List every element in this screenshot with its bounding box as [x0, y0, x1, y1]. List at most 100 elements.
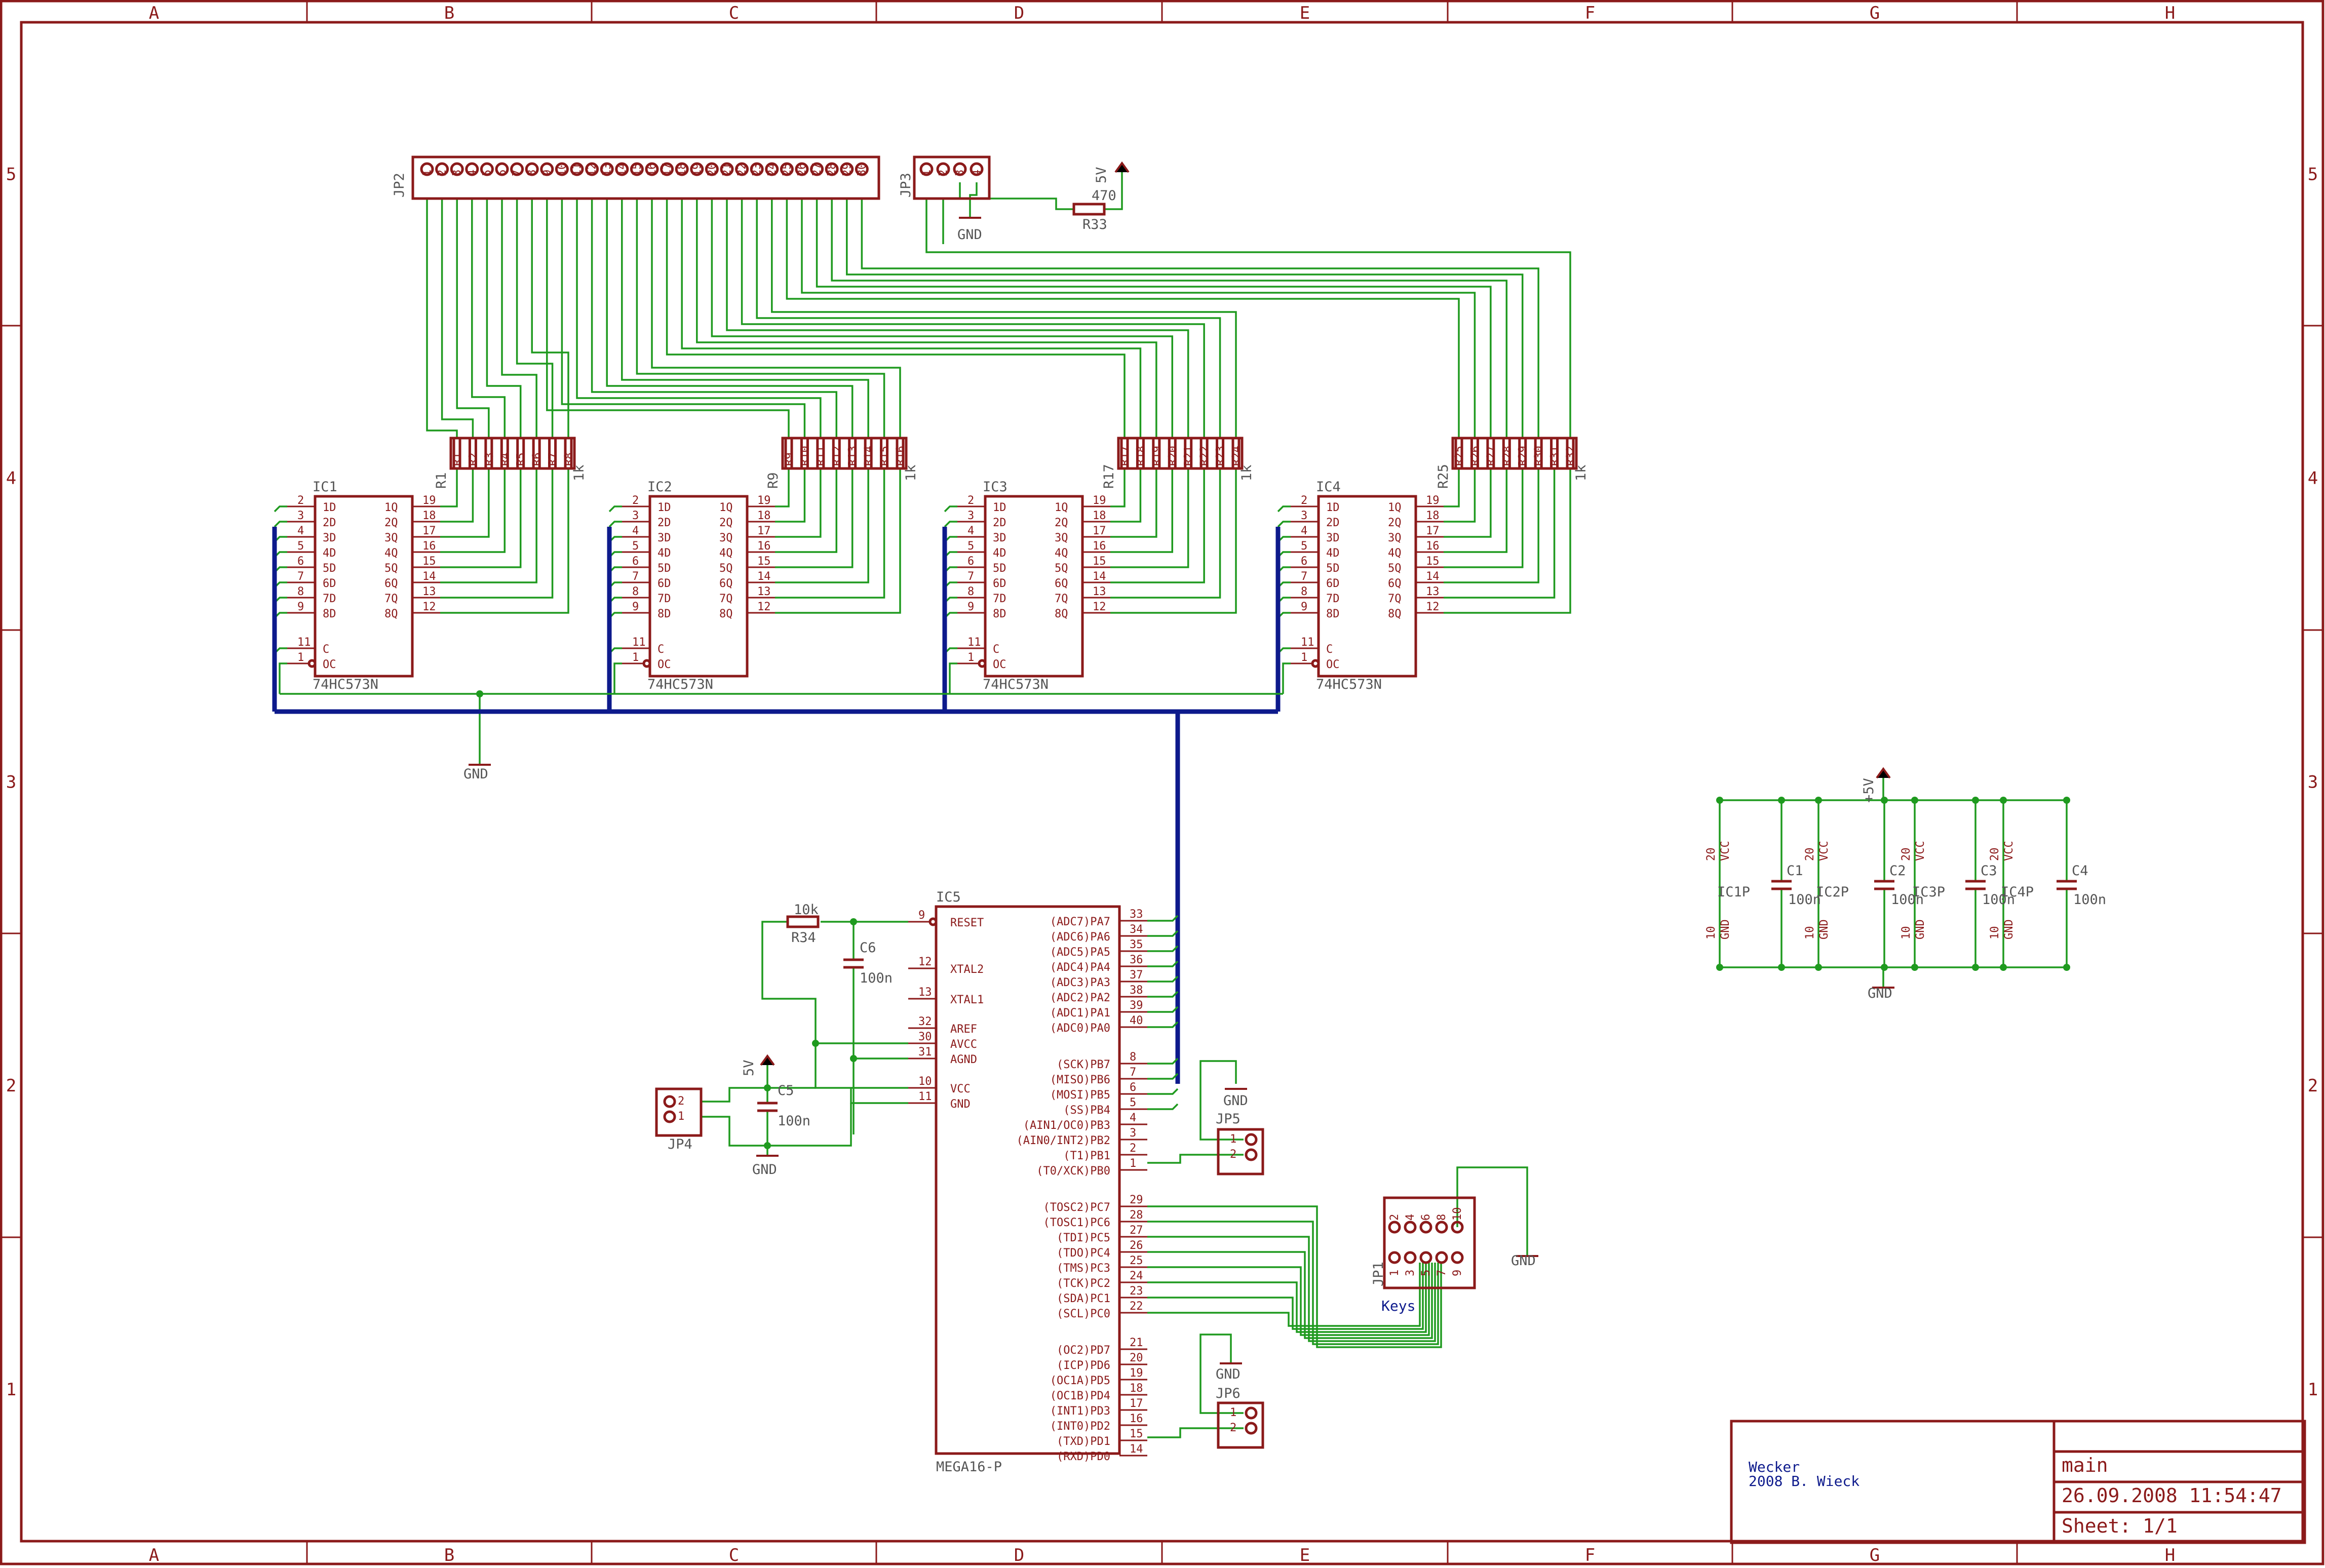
latch-pin-name: 7D — [993, 593, 1006, 605]
jp2-name: JP2 — [392, 173, 407, 198]
ic5-pin-name: (SDA)PC1 — [1057, 1292, 1110, 1305]
latch-q-rnet-wire — [1110, 486, 1157, 538]
rnet-label: R30 — [1533, 446, 1545, 466]
latch-q-rnet-wire — [775, 486, 885, 599]
latch-pin-name: 6Q — [384, 577, 398, 590]
rnet-resistor — [1566, 437, 1575, 470]
jp1-pc-wire — [1147, 1251, 1433, 1339]
jp5-body — [1217, 1128, 1264, 1175]
latch-pin-name: OC — [657, 658, 671, 671]
latch-pin-number: 3 — [297, 509, 304, 522]
rnet-label: R22 — [1198, 446, 1211, 466]
latch-pin-number: 19 — [422, 494, 436, 507]
ic5-pin-number: 5 — [1130, 1096, 1136, 1109]
ic5-pin-number: 28 — [1130, 1209, 1143, 1222]
latch-pin-number: 5 — [632, 540, 639, 553]
zone-col-top: H — [2165, 3, 2175, 23]
jp6-name: JP6 — [1216, 1386, 1241, 1401]
latch-q-rnet-wire — [1110, 486, 1205, 583]
jp4-pin-number: 2 — [678, 1095, 684, 1108]
jp6-gnd-wire — [1199, 1334, 1244, 1414]
latch-pin-name: 6Q — [1055, 577, 1068, 590]
latch-oc-bubble — [642, 659, 651, 668]
jp2-pin — [780, 162, 794, 176]
jp2-rnet-wire — [576, 199, 822, 438]
decoupling-junction — [1972, 797, 1979, 804]
zone-col-bottom: A — [149, 1545, 159, 1565]
c5-gnd-label: GND — [752, 1162, 777, 1178]
ic5-pin-number: 33 — [1130, 908, 1143, 921]
jp2-rnet-wire — [741, 199, 1205, 438]
latch-q-rnet-wire — [440, 486, 458, 507]
jp2-pin-number: 15 — [631, 163, 643, 177]
jp4-pin-number: 1 — [678, 1110, 684, 1123]
ic5-pin-number: 4 — [1130, 1112, 1136, 1124]
jp3-body — [913, 155, 991, 200]
jp2-pin — [600, 162, 614, 176]
ic5-pin-number: 13 — [918, 986, 932, 999]
decoupling-vcc-pin: 20 — [1804, 848, 1816, 861]
decoupling-junction — [1911, 797, 1918, 804]
rnet-label: R32 — [1565, 446, 1577, 466]
latch-q-rnet-wire — [440, 486, 490, 538]
latch-q-rnet-wire — [1110, 486, 1237, 614]
jp2-rnet-wire — [636, 199, 885, 438]
jp2-rnet-wire — [681, 199, 1142, 438]
rnet-resistor — [1231, 437, 1241, 470]
zone-col-bottom: C — [729, 1545, 739, 1565]
rnet-resistor — [800, 437, 809, 470]
rnet-resistor — [784, 437, 793, 470]
latch-name: IC4 — [1316, 479, 1341, 495]
rnet-resistor — [1518, 437, 1527, 470]
latch-pin-number: 17 — [1426, 525, 1440, 537]
ic5-body — [935, 905, 1121, 1455]
ic5-pin-number: 18 — [1130, 1382, 1143, 1395]
latch-pin-number: 15 — [1093, 555, 1106, 568]
decoupling-gnd-name: GND — [1914, 919, 1927, 939]
latch-pin-number: 18 — [1426, 509, 1440, 522]
latch-pin-name: 4Q — [719, 547, 733, 560]
rnet-resistor — [1486, 437, 1495, 470]
latch-d-bus-entry — [1277, 521, 1291, 528]
latch-q-rnet-wire — [440, 486, 474, 523]
latch-pin-number: 7 — [967, 570, 974, 583]
rnet-resistor — [864, 437, 873, 470]
jp5-pin-number: 2 — [1230, 1148, 1236, 1161]
latch-q-rnet-wire — [1444, 486, 1524, 568]
jp2-pin — [720, 162, 734, 176]
jp2-pin — [840, 162, 854, 176]
latch-q-rnet-wire — [1444, 486, 1556, 599]
jp2-pin-number: 22 — [736, 163, 749, 177]
jp5-gnd-wire — [1199, 1060, 1244, 1141]
project-author: 2008 B. Wieck — [1749, 1473, 1859, 1489]
jp2-pin-number: 8 — [526, 170, 538, 176]
rnet-resistor — [1120, 437, 1129, 470]
jp3-r33-wire — [959, 182, 1074, 210]
latch-pin-number: 14 — [1093, 570, 1106, 583]
latch-pin-name: 8Q — [384, 608, 398, 620]
c5-gnd-junction — [764, 1142, 771, 1149]
jp2-rnet-wire — [531, 199, 569, 438]
jp2-pin — [750, 162, 764, 176]
zone-row-left: 3 — [6, 772, 16, 793]
ic5-pin-number: 20 — [1130, 1352, 1143, 1364]
latch-q-rnet-wire — [1444, 486, 1571, 614]
rnet-resistor — [532, 437, 541, 470]
latch-pin-number: 9 — [967, 601, 974, 613]
ic5-pin-name: (SS)PB4 — [1063, 1104, 1110, 1117]
decoupling-vcc-pin: 20 — [1989, 848, 2001, 861]
latch-pin-number: 9 — [632, 601, 639, 613]
latch-pin-name: 8D — [993, 608, 1006, 620]
latch-pin-name: 1Q — [1388, 501, 1402, 514]
r34-value: 10k — [794, 902, 819, 918]
zone-row-left: 1 — [6, 1380, 16, 1400]
r33-5v-wire — [1104, 171, 1123, 210]
latch-pin-number: 11 — [967, 636, 981, 649]
latch-pin-number: 9 — [1301, 601, 1307, 613]
jp2-pin — [630, 162, 644, 176]
ic5-pin-number: 38 — [1130, 984, 1143, 997]
ic5-pin-name: (OC1A)PD5 — [1050, 1375, 1110, 1387]
ic5-pin-name: (OC1B)PD4 — [1050, 1390, 1110, 1402]
rnet-resistor — [548, 437, 557, 470]
